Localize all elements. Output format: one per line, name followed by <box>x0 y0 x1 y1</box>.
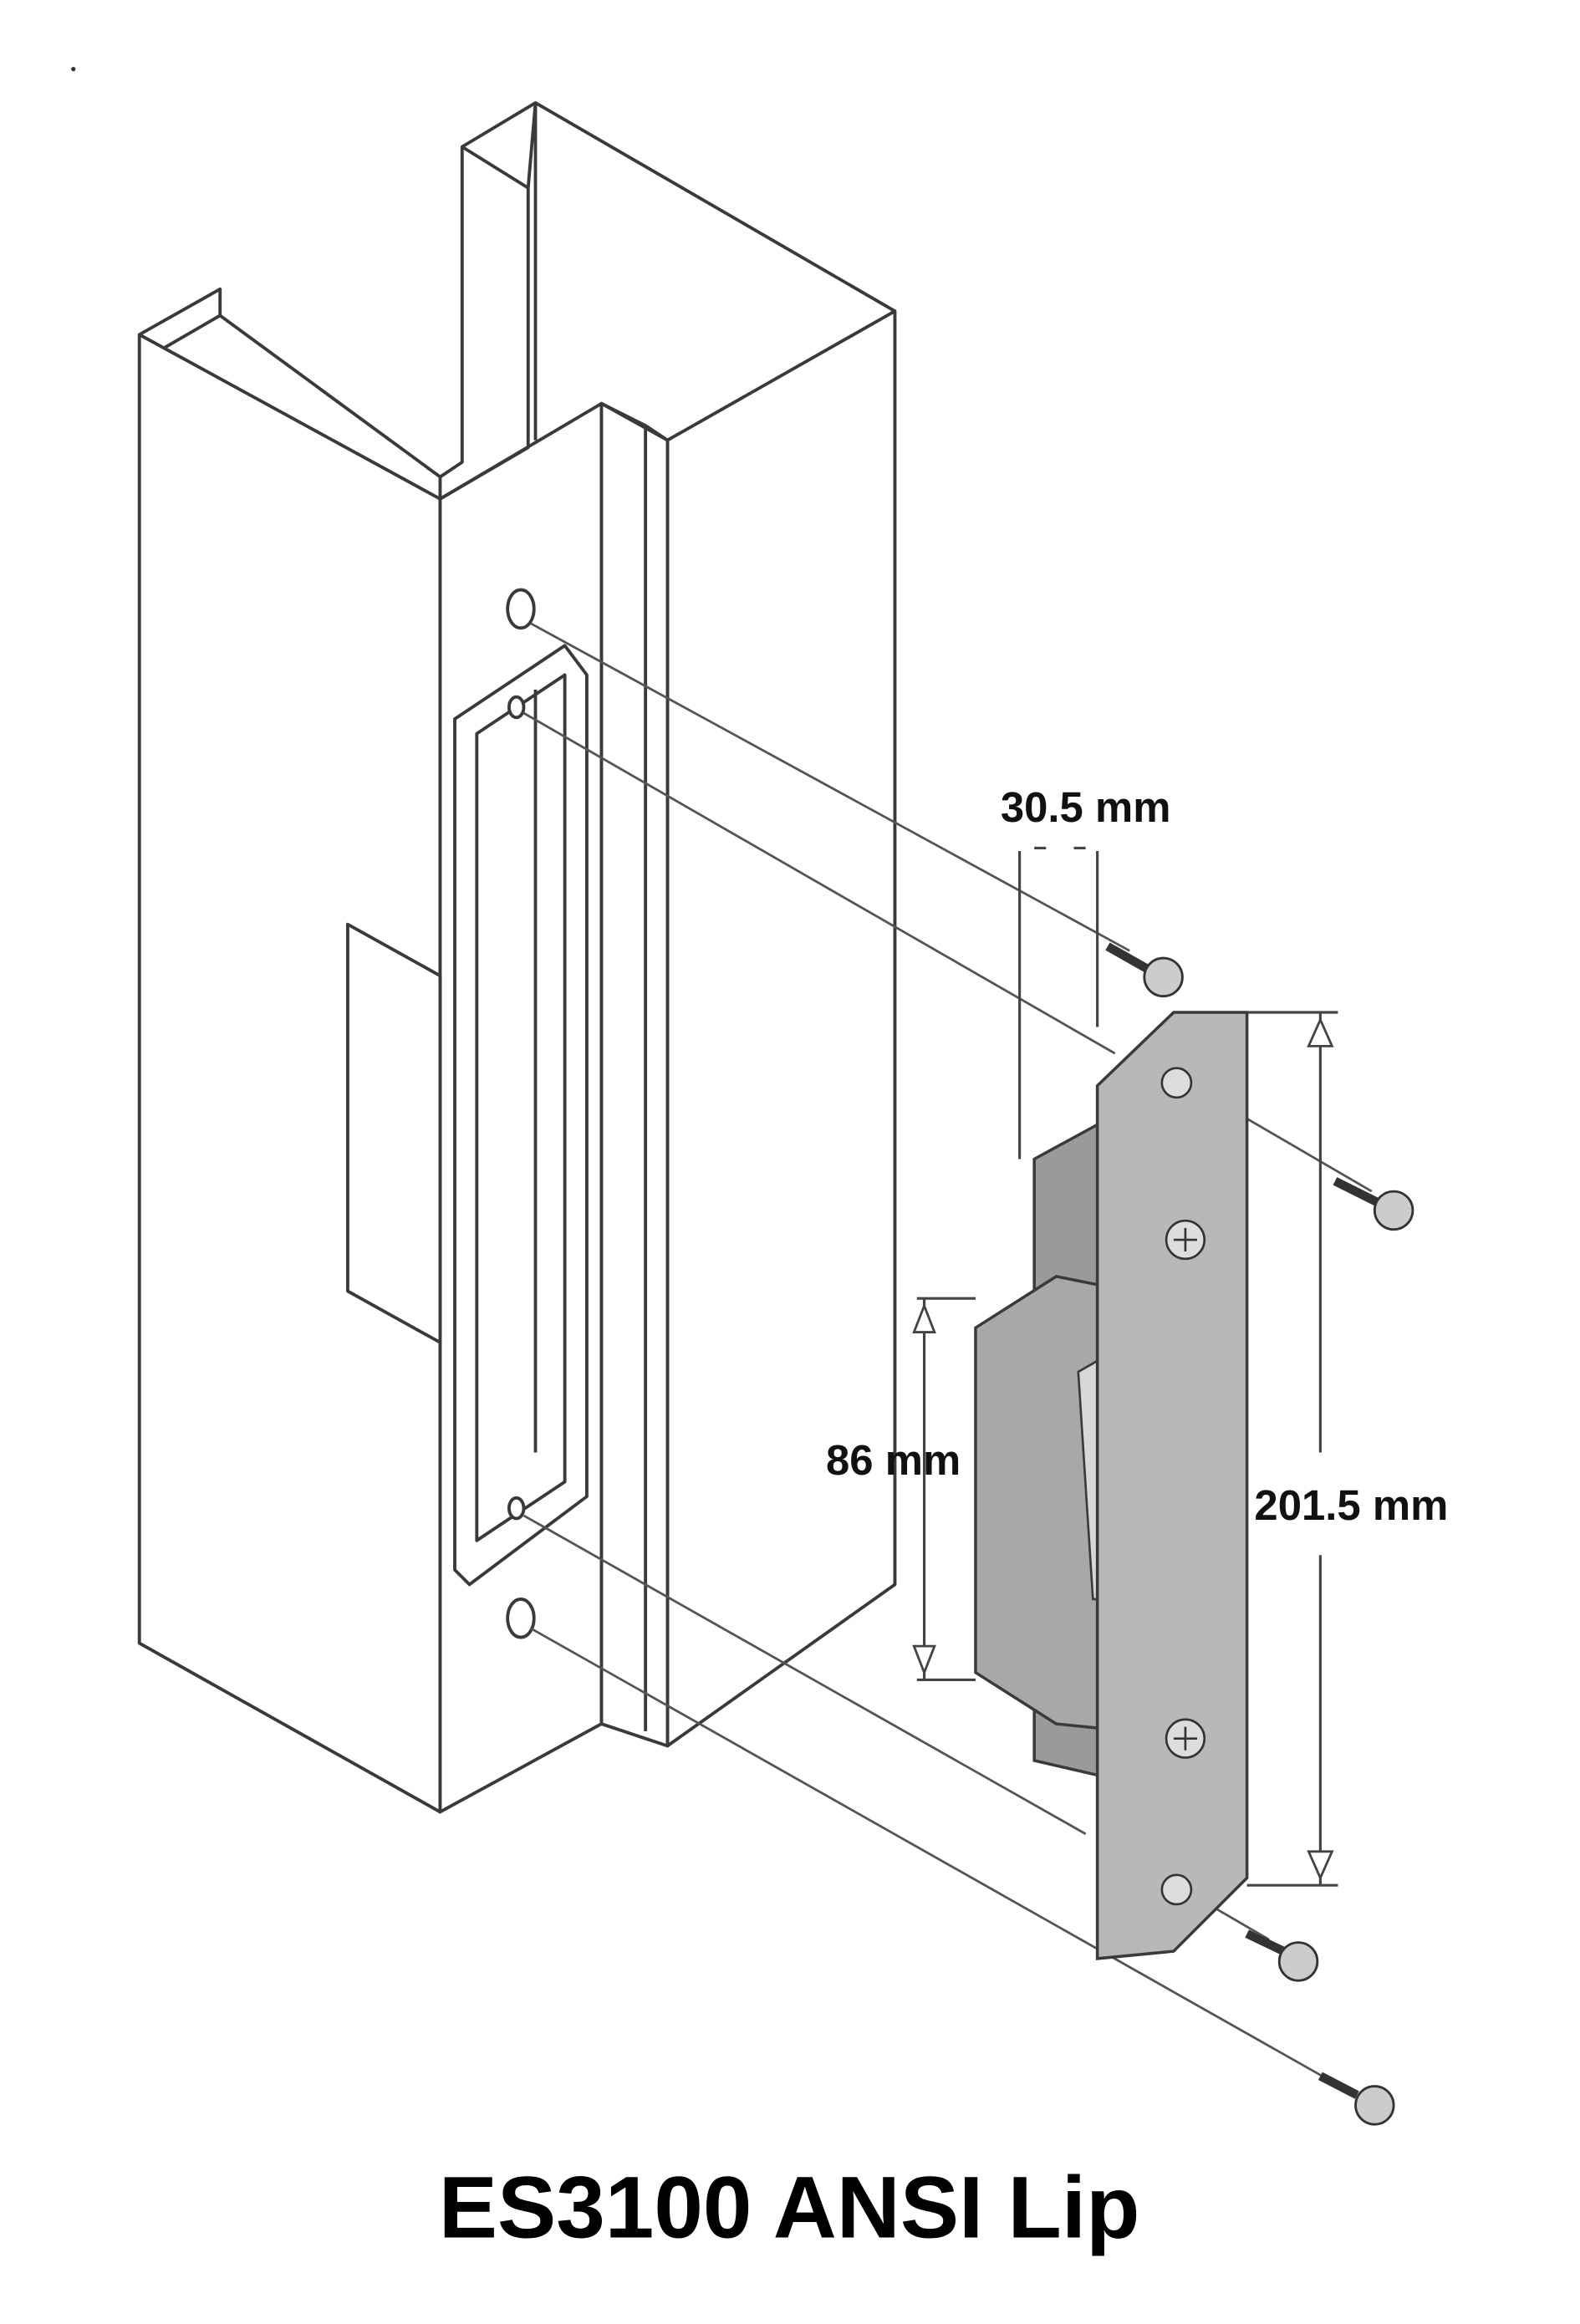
door-frame <box>137 101 897 1814</box>
faceplate-height-dimension-label: 201.5 mm <box>1254 1481 1448 1529</box>
keeper-height-dimension-label: 86 mm <box>826 1436 961 1484</box>
screw-icon <box>1105 942 1184 998</box>
screw-icon <box>1318 2072 1395 2126</box>
width-dimension-label: 30.5 mm <box>1001 783 1171 831</box>
screws <box>1105 942 1414 2126</box>
dimension-lines <box>912 846 1338 1887</box>
alignment-lines <box>522 622 1373 2085</box>
faceplate <box>1095 1011 1249 1960</box>
diagram-title: ES3100 ANSI Lip <box>439 2158 1140 2256</box>
screw-hole <box>1160 1873 1193 1906</box>
screw-icon <box>1333 1177 1414 1231</box>
screw-hole <box>1160 1067 1193 1099</box>
electric-strike <box>974 1011 1249 1960</box>
screw-icon <box>1245 1929 1319 1982</box>
